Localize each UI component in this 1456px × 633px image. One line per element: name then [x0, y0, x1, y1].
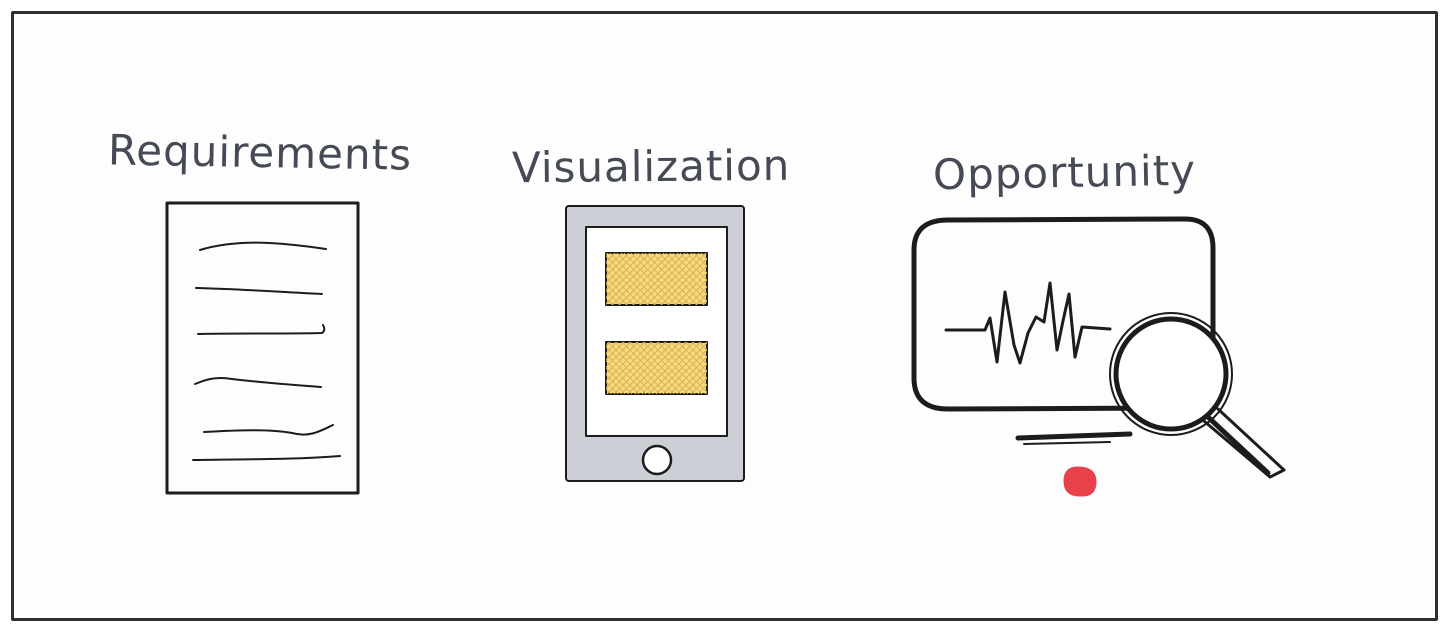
monitor-magnifier-icon — [911, 216, 1286, 479]
document-icon — [165, 201, 360, 495]
tablet-icon — [565, 205, 745, 482]
red-dot-icon — [1063, 466, 1097, 497]
